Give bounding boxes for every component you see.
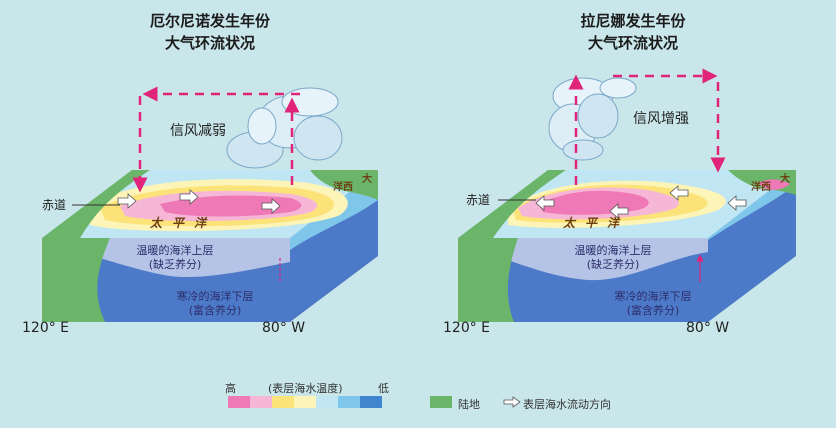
legend-temp-swatch bbox=[228, 396, 250, 408]
el-nino-lower-layer-label: 寒冷的海洋下层 (富含养分) bbox=[150, 290, 280, 318]
legend-title: (表层海水温度) bbox=[268, 382, 343, 395]
legend-high-label: 高 bbox=[225, 382, 236, 395]
flow-arrow-icon bbox=[727, 195, 747, 211]
el-nino-title: 厄尔尼诺发生年份 大气环流状况 bbox=[110, 10, 310, 54]
la-nina-side-face bbox=[708, 170, 796, 322]
upper-layer-line2: (缺乏养分) bbox=[148, 258, 202, 271]
legend-temp-swatch bbox=[272, 396, 294, 408]
upper-layer-line1: 温暖的海洋上层 bbox=[136, 244, 214, 257]
la-nina-upper-layer-label: 温暖的海洋上层 (缺乏养分) bbox=[548, 244, 678, 272]
flow-arrow-icon bbox=[669, 185, 689, 201]
el-nino-lon-west: 120° E bbox=[22, 320, 70, 336]
la-nina-top-land-asia bbox=[458, 170, 566, 238]
el-nino-top-land-asia bbox=[42, 170, 150, 238]
la-nina-title-line1: 拉尼娜发生年份 bbox=[580, 12, 686, 30]
la-nina-ocean-block bbox=[458, 68, 796, 322]
el-nino-lon-east: 80° W bbox=[262, 320, 306, 336]
el-nino-front-land-asia bbox=[42, 238, 110, 322]
el-nino-equator-label: 赤道 bbox=[42, 198, 67, 212]
la-nina-front-land-asia bbox=[458, 238, 518, 322]
el-nino-title-line2: 大气环流状况 bbox=[164, 34, 255, 52]
el-nino-upper-layer-label: 温暖的海洋上层 (缺乏养分) bbox=[110, 244, 240, 272]
la-nina-equator-label: 赤道 bbox=[466, 193, 491, 207]
la-nina-title-line2: 大气环流状况 bbox=[587, 34, 678, 52]
flow-arrow-icon bbox=[179, 189, 199, 205]
legend-temp-swatch bbox=[294, 396, 316, 408]
la-nina-cloud-icon bbox=[548, 77, 637, 161]
legend-low-label: 低 bbox=[378, 382, 389, 395]
el-nino-panel: 厄尔尼诺发生年份 大气环流状况 bbox=[0, 0, 418, 360]
upper-layer-line2: (缺乏养分) bbox=[586, 258, 640, 271]
el-nino-cloud-icon bbox=[226, 87, 343, 169]
flow-arrow-icon bbox=[261, 198, 281, 214]
el-nino-ocean-block bbox=[42, 86, 378, 322]
la-nina-lon-west: 120° E bbox=[443, 320, 491, 336]
el-nino-temp-band-pink bbox=[160, 195, 302, 217]
lower-layer-line1: 寒冷的海洋下层 bbox=[614, 290, 692, 303]
el-nino-flow-arrows bbox=[117, 189, 281, 214]
flow-arrow-icon bbox=[535, 195, 555, 211]
legend-temp-swatch bbox=[316, 396, 338, 408]
la-nina-flow-arrows bbox=[535, 185, 747, 219]
legend-temp-swatch bbox=[338, 396, 360, 408]
legend-temp-swatch bbox=[360, 396, 382, 408]
el-nino-circulation bbox=[132, 86, 300, 193]
la-nina-lon-east: 80° W bbox=[686, 320, 730, 336]
lower-layer-line1: 寒冷的海洋下层 bbox=[176, 290, 254, 303]
legend-temp-swatch bbox=[250, 396, 272, 408]
la-nina-wind-label: 信风增强 bbox=[633, 111, 689, 127]
el-nino-top-land-america bbox=[310, 170, 378, 200]
legend-land-swatch bbox=[430, 396, 452, 408]
lower-layer-line2: (富含养分) bbox=[626, 304, 680, 317]
la-nina-coast-warm bbox=[758, 179, 790, 190]
legend-flow-label: 表层海水流动方向 bbox=[523, 398, 611, 411]
la-nina-title: 拉尼娜发生年份 大气环流状况 bbox=[533, 10, 733, 54]
lower-layer-line2: (富含养分) bbox=[188, 304, 242, 317]
la-nina-continent-label: 洋西 bbox=[751, 182, 771, 193]
la-nina-lower-layer-label: 寒冷的海洋下层 (富含养分) bbox=[588, 290, 718, 318]
la-nina-panel: 拉尼娜发生年份 大气环流状况 bbox=[418, 0, 836, 360]
la-nina-ocean-label: 太平洋 bbox=[563, 216, 630, 230]
la-nina-warm-layer bbox=[458, 238, 708, 281]
legend-flow-arrow-icon bbox=[503, 396, 521, 408]
legend-land-label: 陆地 bbox=[458, 398, 480, 411]
el-nino-continent-label-2: 大 bbox=[362, 174, 372, 185]
el-nino-continent-label: 洋西 bbox=[333, 182, 353, 193]
flow-arrow-icon bbox=[609, 203, 629, 219]
upper-layer-line1: 温暖的海洋上层 bbox=[574, 244, 652, 257]
la-nina-continent-label-2: 大 bbox=[780, 174, 790, 185]
flow-arrow-icon bbox=[117, 193, 137, 209]
el-nino-title-line1: 厄尔尼诺发生年份 bbox=[149, 12, 270, 30]
legend bbox=[0, 360, 836, 428]
el-nino-wind-label: 信风减弱 bbox=[170, 123, 226, 139]
la-nina-circulation bbox=[568, 68, 726, 185]
el-nino-ocean-label: 太平洋 bbox=[150, 216, 217, 230]
